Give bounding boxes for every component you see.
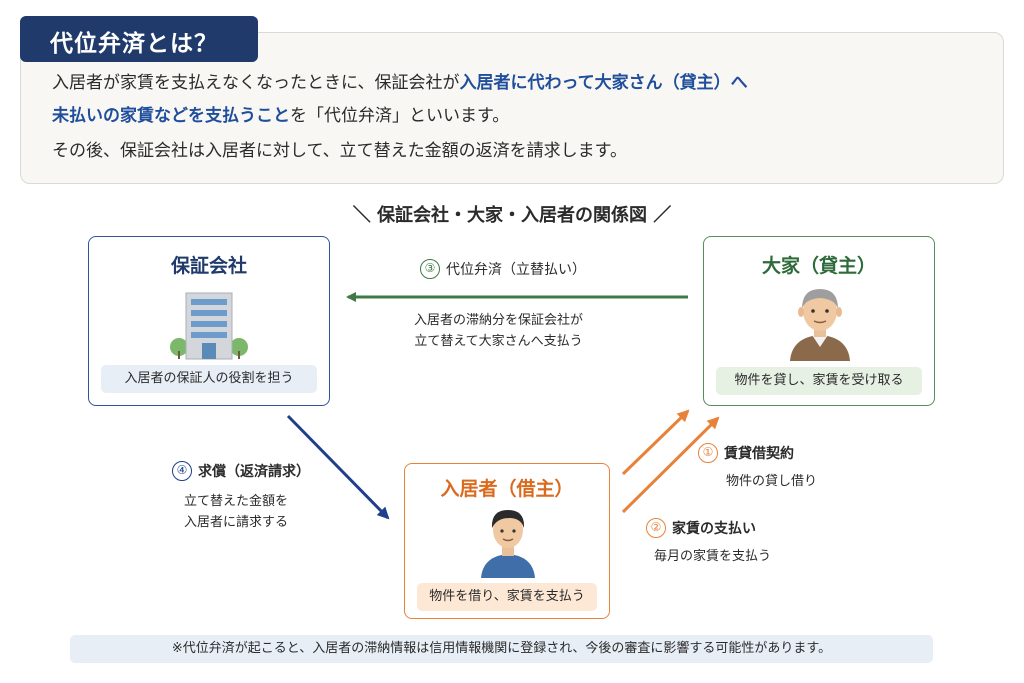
flow-3-number: ③ xyxy=(420,259,440,279)
flow-4-description: 立て替えた金額を 入居者に請求する xyxy=(184,494,289,530)
landlord-title: 大家（貸主） xyxy=(761,255,876,277)
flow-1-number: ① xyxy=(698,443,718,463)
guarantor-card: 保証会社 入居者の保証人の役割を担う xyxy=(88,236,330,406)
definition-line-2: 未払いの家賃などを支払うことを「代位弁済」といいます。 xyxy=(52,106,510,126)
tenant-role: 物件を借り、家賃を支払う xyxy=(417,583,597,611)
definition-title: 代位弁済とは？ xyxy=(20,16,258,62)
flow-3-description: 入居者の滞納分を保証会社が 立て替えて大家さんへ支払う xyxy=(414,313,584,349)
flow-4-number: ④ xyxy=(172,461,192,481)
flow-1-description: 物件の貸し借り xyxy=(726,474,818,489)
office-building-icon xyxy=(170,292,248,360)
guarantor-role: 入居者の保証人の役割を担う xyxy=(101,365,317,393)
landlord-card: 大家（貸主） 物件を貸し、家賃を受け取る xyxy=(703,236,935,406)
arrow-lease-contract xyxy=(621,409,690,476)
arrow-rent-payment xyxy=(621,416,720,514)
definition-line-3: その後、保証会社は入居者に対して、立て替えた金額の返済を請求します。 xyxy=(52,141,627,161)
landlord-role: 物件を貸し、家賃を受け取る xyxy=(716,367,922,395)
tenant-title: 入居者（借主） xyxy=(440,478,574,500)
flow-2-number: ② xyxy=(646,518,666,538)
guarantor-title: 保証会社 xyxy=(170,255,247,277)
young-man-icon xyxy=(481,510,535,578)
definition-line-1: 入居者が家賃を支払えなくなったときに、保証会社が入居者に代わって大家さん（貸主）… xyxy=(52,73,748,93)
definition-highlight-1: 入居者に代わって大家さん（貸主）へ xyxy=(459,73,748,93)
flow-2-description: 毎月の家賃を支払う xyxy=(654,549,772,564)
tenant-card: 入居者（借主） 物件を借り、家賃を支払う xyxy=(404,463,610,619)
arrow-reimbursement-claim xyxy=(286,414,390,520)
definition-highlight-2: 未払いの家賃などを支払うこと xyxy=(52,106,290,126)
diagram-title: ＼ 保証会社・大家・入居者の関係図 ／ xyxy=(352,205,672,226)
footnote: ※代位弁済が起こると、入居者の滞納情報は信用情報機関に登録され、今後の審査に影響… xyxy=(70,635,933,663)
elderly-man-icon xyxy=(790,289,850,361)
